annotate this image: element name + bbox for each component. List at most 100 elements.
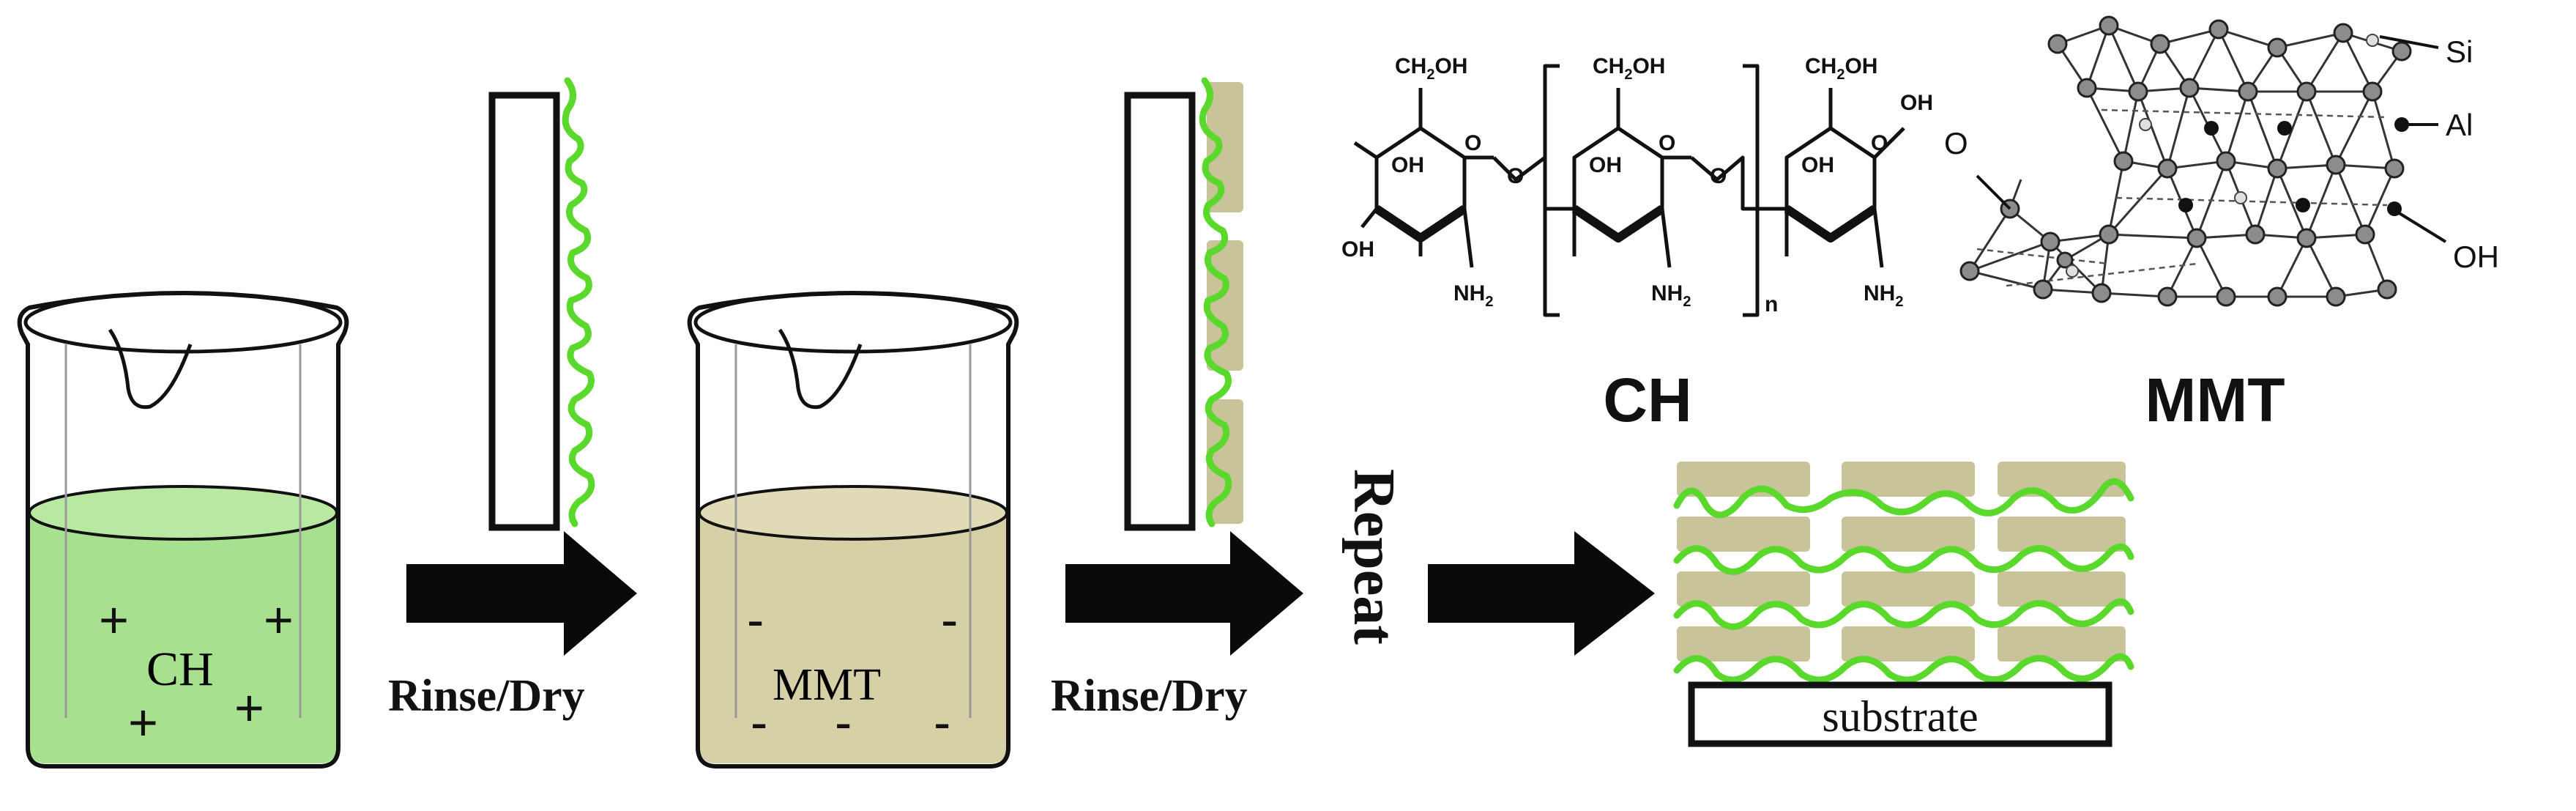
mmt-atoms [1959, 15, 2412, 307]
beaker-ch-charge: + [234, 679, 264, 736]
beaker-ch-liquid [29, 498, 337, 763]
rinse-dry-label-1: Rinse/Dry [388, 671, 585, 721]
ch2oh-tail: OH [1434, 54, 1467, 78]
clay-plate [1998, 462, 2126, 497]
clay-plate [1677, 571, 1810, 607]
beaker-ch: CH + + + + [17, 291, 349, 769]
beaker-ch-label: CH [146, 642, 214, 696]
arrow-step-3 [1428, 531, 1655, 656]
oh-label: OH [1589, 153, 1622, 177]
si-leader [2379, 35, 2439, 49]
beaker-mmt-label: MMT [773, 660, 881, 710]
mmt-o-label: O [1944, 126, 1968, 160]
svg-text:NH2: NH2 [1864, 281, 1903, 310]
beaker-ch-charge: + [99, 591, 129, 648]
beaker-mmt-liquid-surface [698, 485, 1008, 541]
clay-plate [1842, 516, 1975, 552]
beaker-ch-charge: + [264, 591, 294, 648]
clay-plate [1842, 462, 1975, 497]
ch2oh-sub: 2 [1426, 67, 1434, 83]
oh-label: OH [1801, 153, 1834, 177]
ch-structure: CH2OH CH2OH CH2OH O O O O O OH OH OH OH … [1341, 54, 1933, 434]
beaker-mmt-liquid [699, 498, 1007, 763]
clay-layer-row [1677, 626, 2126, 662]
svg-text:CH2OH: CH2OH [1395, 54, 1467, 83]
substrate-slide [1124, 92, 1196, 531]
oh-leader [2397, 211, 2447, 243]
film-substrate-label: substrate [1822, 692, 1978, 741]
mmt-structure: Si Al OH O MMT [1944, 15, 2499, 434]
beaker-ch-spout [108, 328, 193, 410]
clay-plate [1677, 626, 1810, 662]
nh2-sub: 2 [1485, 294, 1493, 310]
beaker-ch-glass [17, 291, 349, 769]
mmt-si-label: Si [2446, 34, 2473, 69]
clay-plate [1998, 571, 2126, 607]
o-leader [1976, 174, 2011, 210]
clay-plate [1207, 399, 1243, 524]
beaker-mmt-spout [778, 328, 863, 410]
clay-plate [1207, 240, 1243, 371]
nh2-label: NH [1453, 281, 1485, 305]
oh-label: OH [1900, 91, 1933, 115]
ch2oh-sub: 2 [1836, 67, 1844, 83]
beaker-mmt-charge: - [934, 694, 950, 751]
clay-plate [1677, 462, 1810, 497]
arrow-step-1 [406, 531, 637, 656]
nh2-sub: 2 [1895, 294, 1903, 310]
ch-chain-layer [1673, 543, 2134, 575]
clay-plate [1998, 516, 2126, 552]
beaker-mmt-charge: - [747, 591, 764, 648]
ch2oh-label: CH [1593, 54, 1624, 78]
oh-label: OH [1391, 153, 1424, 177]
mmt-al-label: Al [2446, 108, 2473, 142]
oh-label: OH [1341, 237, 1374, 262]
link-o: O [1710, 164, 1727, 188]
clay-layer-row [1677, 462, 2126, 497]
clay-plate [1842, 626, 1975, 662]
clay-layer-row [1677, 516, 2126, 552]
ch-repeat-bracket [1543, 64, 1560, 317]
ch2oh-label: CH [1805, 54, 1836, 78]
repeat-label: Repeat [1341, 469, 1406, 645]
beaker-mmt-rim [693, 291, 1013, 354]
ring-o: O [1659, 131, 1675, 155]
beaker-ch-rim [23, 291, 343, 354]
nh2-sub: 2 [1683, 294, 1691, 310]
svg-text:NH2: NH2 [1651, 281, 1691, 310]
clay-plate [1677, 516, 1810, 552]
svg-text:NH2: NH2 [1453, 281, 1493, 310]
repeat-n: n [1765, 292, 1778, 316]
ch2oh-label: CH [1395, 54, 1426, 78]
ch2oh-sub: 2 [1624, 67, 1632, 83]
clay-plate [1998, 626, 2126, 662]
ch-chain-layer [562, 77, 595, 527]
substrate-slide [488, 92, 560, 531]
beaker-ch-charge: + [128, 694, 158, 751]
multilayer-film: substrate [1673, 462, 2134, 747]
ch-repeat-bracket [1743, 64, 1760, 317]
beaker-mmt-charge: - [835, 694, 852, 751]
beaker-ch-liquid-surface [28, 485, 338, 541]
svg-text:CH2OH: CH2OH [1805, 54, 1877, 83]
ring-o: O [1871, 131, 1888, 155]
substrate-with-ch-mmt [1124, 77, 1243, 531]
arrow-step-2 [1065, 531, 1303, 656]
ch-structure-title: CH [1603, 366, 1691, 434]
ch-chain-layer [1673, 478, 2134, 519]
beaker-mmt-charge: - [941, 591, 958, 648]
ch-chain-layer [1673, 598, 2134, 630]
mmt-oh-label: OH [2453, 240, 2499, 274]
nh2-label: NH [1864, 281, 1895, 305]
beaker-mmt-charge: - [751, 694, 767, 751]
clay-plate [1842, 571, 1975, 607]
ring-o: O [1464, 131, 1481, 155]
film-substrate [1688, 681, 2112, 747]
mmt-structure-title: MMT [2145, 366, 2285, 434]
ch-chain-layer [1673, 653, 2134, 684]
beaker-mmt-glass [687, 291, 1019, 769]
ch-chain-layer [1199, 77, 1232, 527]
ch2oh-tail: OH [1632, 54, 1665, 78]
